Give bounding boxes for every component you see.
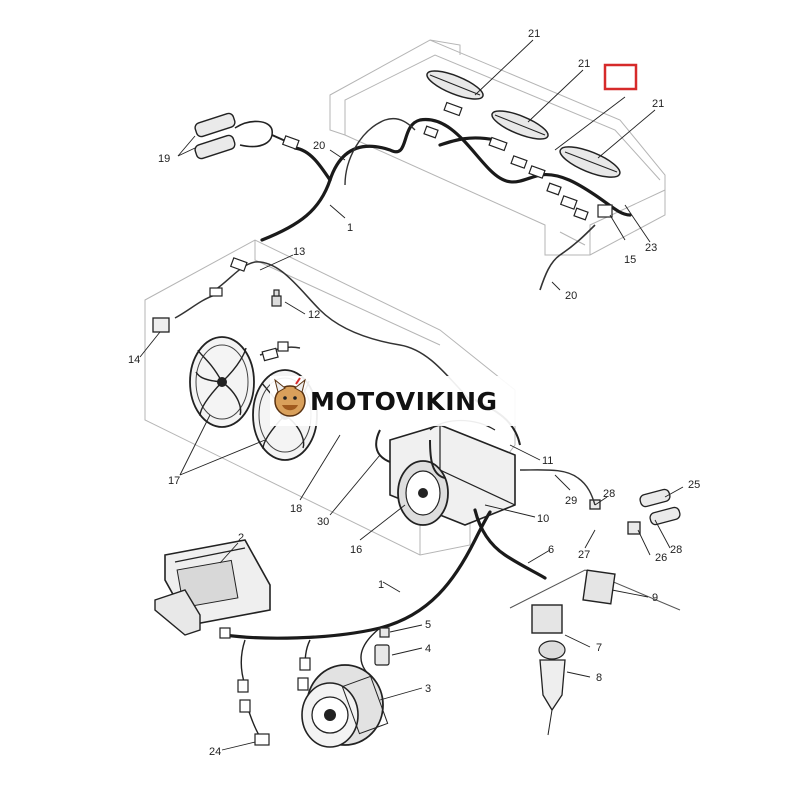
callout-15: 15	[624, 254, 636, 266]
callout-18: 18	[290, 503, 302, 515]
callout-8: 8	[596, 672, 602, 684]
callout-11: 11	[542, 455, 553, 467]
callout-1: 1	[347, 222, 353, 234]
brand-watermark: MOTOVIKING	[270, 376, 535, 426]
callout-9: 9	[652, 592, 658, 604]
callout-21: 21	[578, 58, 590, 70]
condenser-fan-17a	[189, 336, 255, 428]
evaporator-housing	[329, 39, 666, 256]
drier-group-7-8-9	[509, 569, 681, 736]
relay-14	[152, 317, 170, 333]
callout-20: 20	[565, 290, 577, 302]
callout-12: 12	[308, 309, 320, 321]
callout-2: 2	[238, 532, 244, 544]
callout-5: 5	[425, 619, 431, 631]
callout-25: 25	[688, 479, 700, 491]
callout-14: 14	[128, 354, 140, 366]
callout-23: 23	[645, 242, 657, 254]
motor-16	[397, 460, 449, 526]
callout-26: 26	[655, 552, 667, 564]
callout-20: 20	[313, 140, 325, 152]
harness-29	[519, 469, 596, 506]
switch-4-5	[374, 627, 390, 666]
brand-name: MOTOVIKING	[310, 387, 498, 416]
harness-20-lower	[539, 224, 596, 291]
harness-20-upper	[344, 118, 416, 186]
connectors-lower	[237, 657, 311, 746]
leader-lines	[139, 39, 684, 751]
callout-28: 28	[670, 544, 682, 556]
callout-16: 16	[350, 544, 362, 556]
callout-1: 1	[378, 579, 384, 591]
remote-switch-19	[194, 112, 300, 160]
blower-fan-21c	[559, 146, 621, 178]
callout-17: 17	[168, 475, 180, 487]
blower-fan-21a	[426, 70, 484, 117]
callout-29: 29	[565, 495, 577, 507]
callout-13: 13	[293, 246, 305, 258]
callout-30: 30	[317, 516, 329, 528]
callout-6: 6	[548, 544, 554, 556]
callout-7: 7	[596, 642, 602, 654]
callout-27: 27	[578, 549, 590, 561]
evaporator-connectors	[423, 125, 613, 221]
harness-1-upper	[260, 118, 632, 242]
callout-4: 4	[425, 643, 431, 655]
callout-21: 21	[528, 28, 540, 40]
harness-1-lower	[223, 510, 492, 640]
compressor-3	[301, 664, 389, 748]
callout-19: 19	[158, 153, 170, 165]
callout-labels: 21 21 21 20 19 1 13 12 14 23 15 20 17 18…	[128, 28, 700, 758]
viking-mascot-icon	[274, 377, 306, 417]
callout-3: 3	[425, 683, 431, 695]
callout-10: 10	[537, 513, 549, 525]
control-panel-2	[154, 539, 271, 639]
callout-28: 28	[603, 488, 615, 500]
callout-21: 21	[652, 98, 664, 110]
blower-fan-21b	[488, 110, 549, 152]
highlight-box	[603, 63, 638, 91]
pressure-switch-12	[271, 289, 282, 307]
callout-24: 24	[209, 746, 221, 758]
connectors-condenser	[209, 257, 289, 362]
